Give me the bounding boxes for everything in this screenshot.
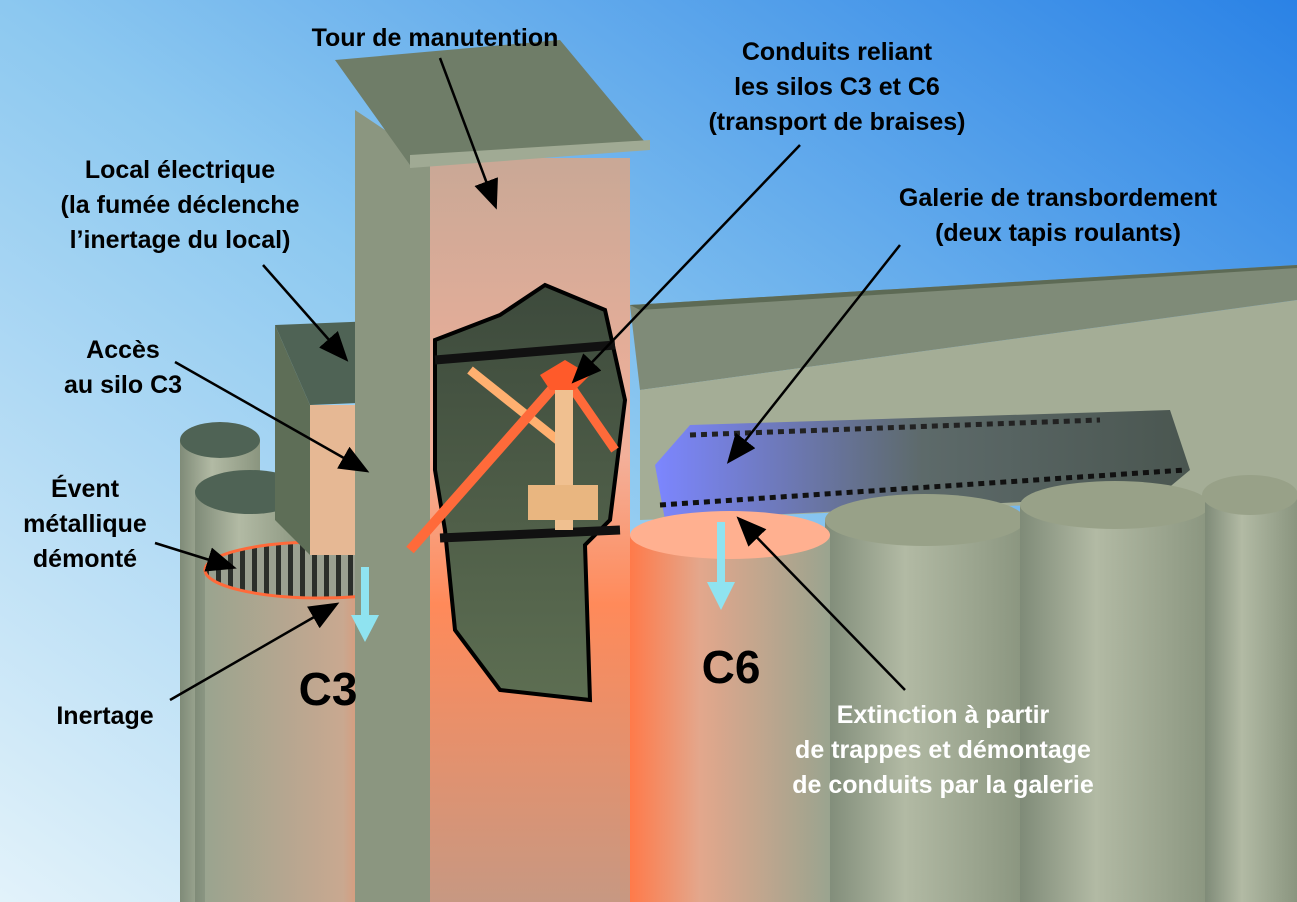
svg-text:Local électrique: Local électrique (85, 156, 275, 184)
conveyor-belt (689, 417, 1101, 438)
pointer-galerie (726, 244, 901, 464)
silos-right (825, 475, 1297, 902)
svg-text:Accès: Accès (86, 336, 160, 364)
svg-text:Extinction à partir: Extinction à partir (837, 701, 1050, 729)
svg-text:(deux tapis roulants): (deux tapis roulants) (935, 219, 1181, 247)
svg-text:(transport de braises): (transport de braises) (708, 108, 965, 136)
pointer-extinction (736, 516, 906, 691)
handling-tower (335, 40, 650, 902)
pointer-event (154, 541, 237, 572)
svg-text:de trappes et démontage: de trappes et démontage (795, 736, 1091, 764)
svg-text:les silos C3 et C6: les silos C3 et C6 (734, 73, 940, 101)
pointer-tour (438, 57, 498, 210)
extinction-arrow (707, 522, 735, 610)
label-silo-c3: C3 (299, 663, 358, 715)
label-event: Évent métallique démonté (23, 474, 147, 573)
conduit (406, 376, 564, 554)
svg-text:l’inertage du local): l’inertage du local) (70, 226, 291, 254)
svg-text:(la fumée déclenche: (la fumée déclenche (61, 191, 300, 219)
svg-text:Conduits reliant: Conduits reliant (742, 38, 933, 66)
pointer-local (262, 264, 349, 362)
label-conduits: Conduits reliant les silos C3 et C6 (tra… (708, 38, 965, 136)
gallery-building (630, 265, 1297, 520)
svg-text:Évent: Évent (51, 474, 120, 503)
label-galerie: Galerie de transbordement (deux tapis ro… (899, 184, 1218, 247)
pointer-acces (174, 360, 370, 473)
svg-text:démonté: démonté (33, 545, 137, 573)
conduit (566, 382, 619, 453)
inerting-arrow (351, 567, 379, 642)
label-inertage: Inertage (56, 702, 153, 730)
pointer-conduits (571, 144, 801, 384)
label-silo-c6: C6 (702, 641, 761, 693)
svg-text:Galerie de transbordement: Galerie de transbordement (899, 184, 1218, 212)
label-extinction: Extinction à partir de trappes et démont… (792, 701, 1094, 799)
svg-text:de conduits par la galerie: de conduits par la galerie (792, 771, 1094, 799)
svg-text:au silo C3: au silo C3 (64, 371, 182, 399)
label-acces: Accès au silo C3 (64, 336, 182, 399)
pointer-inertage (169, 602, 340, 702)
label-tour: Tour de manutention (312, 24, 559, 52)
label-local: Local électrique (la fumée déclenche l’i… (61, 156, 300, 254)
silo-c6 (630, 511, 830, 902)
svg-text:métallique: métallique (23, 510, 147, 538)
